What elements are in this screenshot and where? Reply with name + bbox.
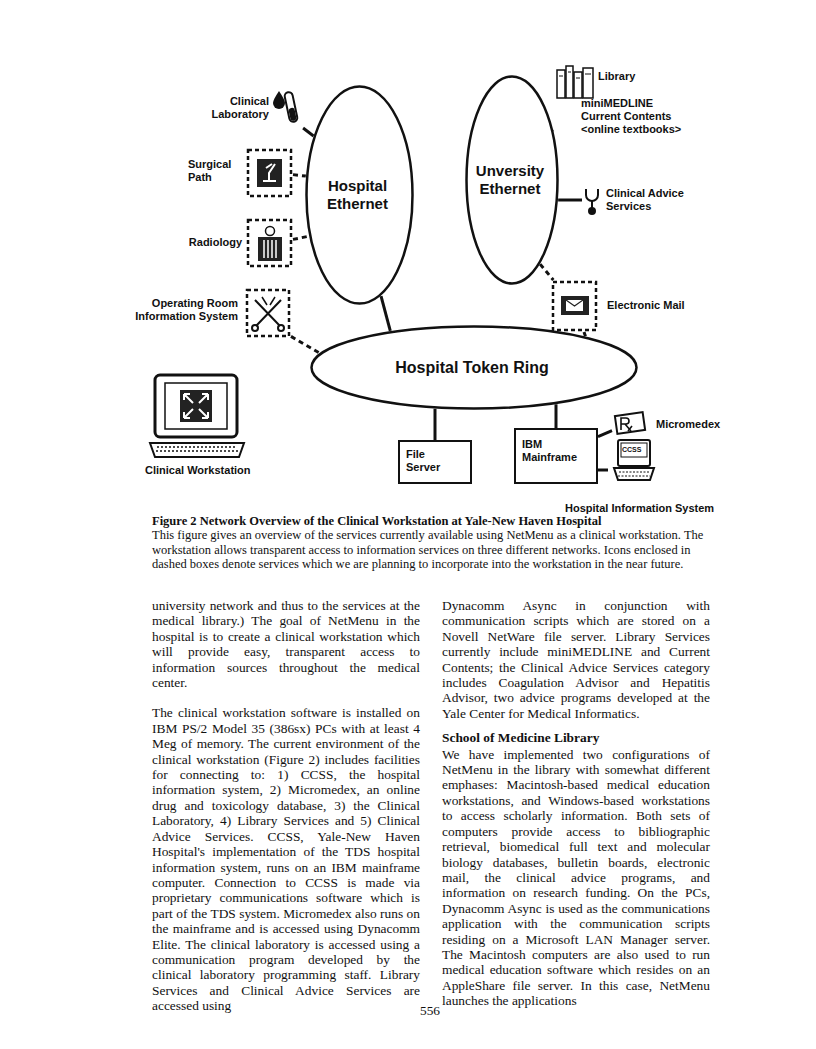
text-column: university network and thus to the servi… <box>152 598 420 1029</box>
lab-icon <box>273 91 298 123</box>
text-holder: File Server <box>406 448 456 474</box>
network-link <box>540 264 553 280</box>
node-text: Library <box>598 70 731 83</box>
section-heading: School of Medicine Library <box>442 730 710 745</box>
network-link <box>598 469 608 472</box>
process-box: IBM Mainframe <box>514 428 598 484</box>
workstation: Clinical Workstation <box>145 370 270 480</box>
text-holder: Radiology <box>178 236 242 249</box>
text-holder: Electronic Mail <box>607 299 707 312</box>
terminal-icon <box>614 440 654 480</box>
rx-pad-icon <box>615 412 645 434</box>
text-holder: Clinical Laboratory <box>205 95 269 121</box>
figure-caption: Figure 2 Network Overview of the Clinica… <box>152 514 712 528</box>
node-text: Clinical Laboratory <box>205 95 269 121</box>
text-holder: Hospital Token Ring <box>310 358 634 377</box>
node-text: <online textbooks> <box>581 123 731 136</box>
text-holder: Micromedex <box>656 418 722 431</box>
caption-block: Figure 2 Network Overview of the Clinica… <box>152 514 712 572</box>
planned-service: Surgical Path <box>188 148 293 198</box>
service-label: Clinical Laboratory <box>205 88 305 128</box>
node-text: Surgical Path <box>188 158 242 184</box>
text-holder: Surgical Path <box>188 158 242 184</box>
network-link <box>303 128 313 136</box>
mail-icon <box>561 296 589 315</box>
node-text: Current Contents <box>581 110 731 123</box>
node-text: Hospital Ethernet <box>305 177 410 213</box>
service-label: Library miniMEDLINECurrent Contents<onlin… <box>553 66 733 138</box>
body-paragraph: The clinical workstation software is ins… <box>152 705 420 1013</box>
node-text: IBM Mainframe <box>522 438 592 464</box>
node-text: miniMEDLINE <box>581 97 731 110</box>
network-link <box>434 409 437 440</box>
network-link <box>555 404 558 428</box>
text-holder: Library miniMEDLINECurrent Contents<onlin… <box>581 70 731 136</box>
caption-body: This figure gives an overview of the ser… <box>152 528 712 571</box>
text-holder: Clinical Workstation <box>145 464 270 477</box>
network-link <box>293 175 306 176</box>
workstation-icon <box>150 375 244 457</box>
network-link <box>293 236 309 239</box>
books-icon <box>557 66 593 98</box>
network-link <box>291 336 320 353</box>
process-box: File Server <box>398 440 472 484</box>
network-link <box>598 431 612 437</box>
node-text: Clinical Advice Services <box>606 187 710 213</box>
service-label: Micromedex <box>612 412 724 436</box>
node-text: Hospital Information System <box>565 502 737 515</box>
surgical-tools-icon <box>252 297 284 331</box>
service-label: Clinical Advice Services <box>582 184 712 216</box>
network-ellipse: Hospital Token Ring <box>310 325 638 410</box>
network-ellipse: Unversity Ethernet <box>465 75 559 285</box>
body-paragraph: We have implemented two configurations o… <box>442 747 710 1009</box>
node-text: Electronic Mail <box>607 299 707 312</box>
body-paragraph: Dynacomm Async in conjunction with commu… <box>442 598 710 721</box>
text-holder: Clinical Advice Services <box>606 187 710 213</box>
text-holder: Hospital Information System <box>565 502 737 515</box>
node-text: Radiology <box>178 236 242 249</box>
text-holder: IBM Mainframe <box>522 438 592 464</box>
body-paragraph: university network and thus to the servi… <box>152 598 420 690</box>
stethoscope-icon <box>586 189 598 214</box>
text-column: Dynacomm Async in conjunction with commu… <box>442 598 710 1024</box>
microscope-icon <box>257 159 282 187</box>
icon-text: CCSS <box>622 446 641 454</box>
network-ellipse: Hospital Ethernet <box>305 85 414 305</box>
page-number: 556 <box>400 1003 460 1019</box>
text-holder: Operating Room Information System <box>120 297 238 323</box>
node-text: Micromedex <box>656 418 722 431</box>
network-link <box>381 296 390 331</box>
text-holder: Unversity Ethernet <box>465 162 555 198</box>
planned-service: Radiology <box>178 218 293 268</box>
network-link <box>584 332 585 336</box>
node-text: File Server <box>406 448 456 474</box>
node-text: Hospital Token Ring <box>310 358 634 377</box>
node-text: Clinical Workstation <box>145 464 270 477</box>
planned-service: Operating Room Information System <box>120 286 291 338</box>
node-text: Unversity Ethernet <box>465 162 555 198</box>
text-holder: Hospital Ethernet <box>305 177 410 213</box>
planned-service: Electronic Mail <box>551 280 711 332</box>
xray-icon <box>258 227 282 262</box>
network-link <box>558 199 582 202</box>
node-text: Operating Room Information System <box>120 297 238 323</box>
